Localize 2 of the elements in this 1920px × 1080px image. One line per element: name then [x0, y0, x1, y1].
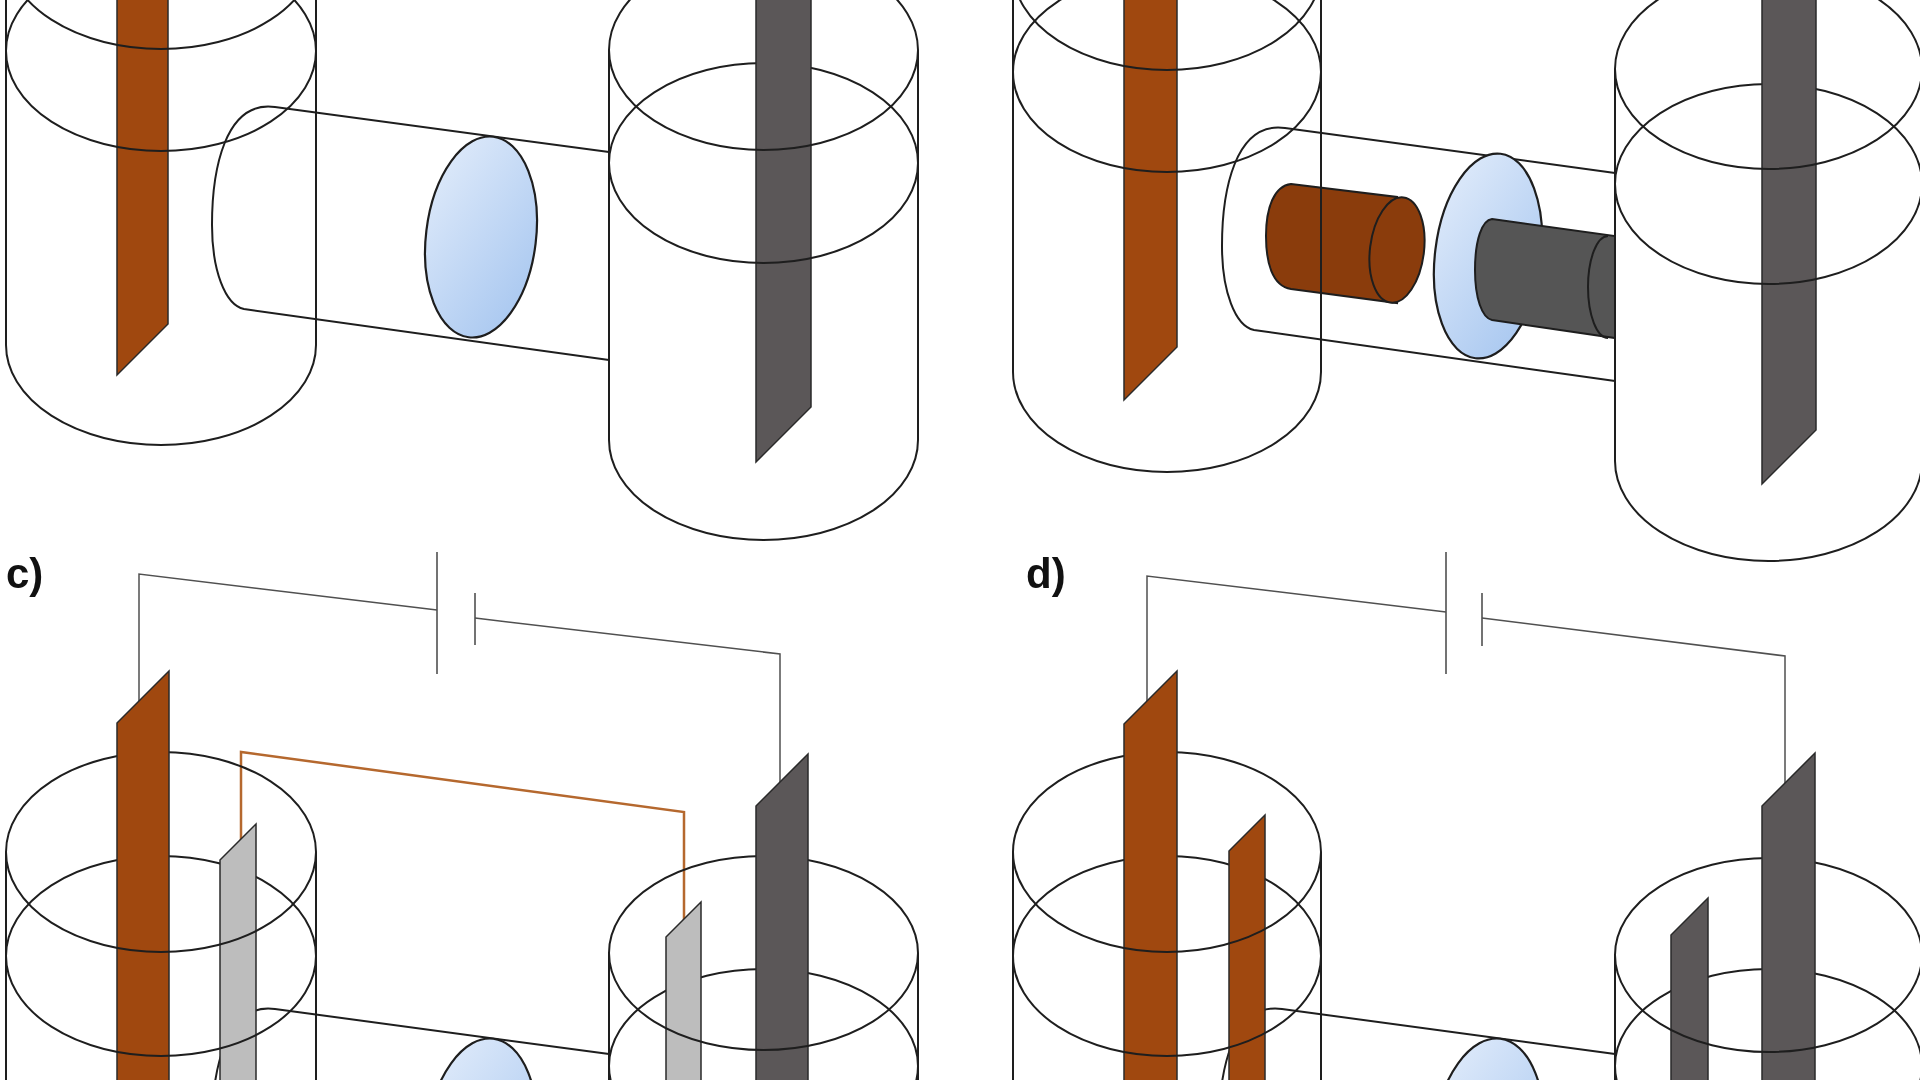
panel-label: d) — [1026, 553, 1066, 595]
panel-label: c) — [6, 553, 44, 595]
